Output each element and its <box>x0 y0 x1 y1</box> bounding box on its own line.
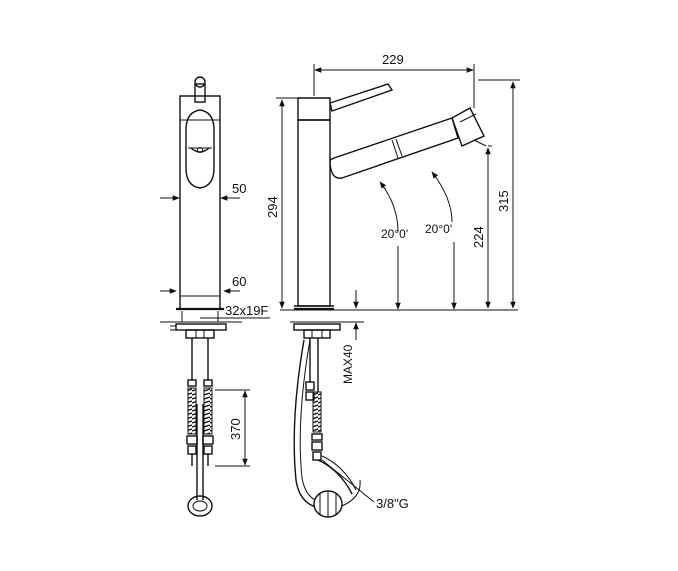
dimension-229-label: 229 <box>382 52 404 67</box>
max40-label: MAX40 <box>341 344 355 384</box>
dimension-max40: MAX40 <box>341 321 364 384</box>
dimension-315: 315 <box>478 79 520 309</box>
dimension-294: 294 <box>265 97 298 309</box>
side-view: 229 315 224 294 20°0' 20°0' <box>265 52 520 518</box>
side-body <box>294 97 334 311</box>
dimension-229: 229 <box>313 52 475 108</box>
fitting-callout: 3/8"G <box>321 459 409 511</box>
dimension-224-label: 224 <box>471 226 486 248</box>
dimension-60: 60 <box>160 274 246 294</box>
angle-right-label: 20°0' <box>425 222 452 236</box>
side-spout <box>329 107 487 179</box>
front-hoses <box>186 338 214 517</box>
side-hoses <box>293 338 361 518</box>
dimension-294-label: 294 <box>265 196 280 218</box>
front-lever <box>194 76 206 103</box>
side-lever <box>329 83 394 112</box>
front-spout-oval <box>185 109 215 189</box>
dimension-315-label: 315 <box>496 190 511 212</box>
angle-left: 20°0' <box>379 181 408 310</box>
dimension-thread: 32x19F <box>181 303 270 322</box>
side-mounting <box>290 321 344 339</box>
dimension-60-label: 60 <box>232 274 246 289</box>
dimension-50: 50 <box>160 181 246 201</box>
dimension-224: 224 <box>471 145 492 309</box>
dimension-50-label: 50 <box>232 181 246 196</box>
fitting-label: 3/8"G <box>376 496 409 511</box>
angle-right: 20°0' <box>425 171 457 310</box>
front-view: 50 60 32x19F <box>160 76 270 517</box>
thread-label: 32x19F <box>225 303 268 318</box>
angle-left-label: 20°0' <box>381 227 408 241</box>
dimension-370-label: 370 <box>228 418 243 440</box>
front-mounting-shank <box>160 321 242 339</box>
dimension-370: 370 <box>215 389 250 467</box>
